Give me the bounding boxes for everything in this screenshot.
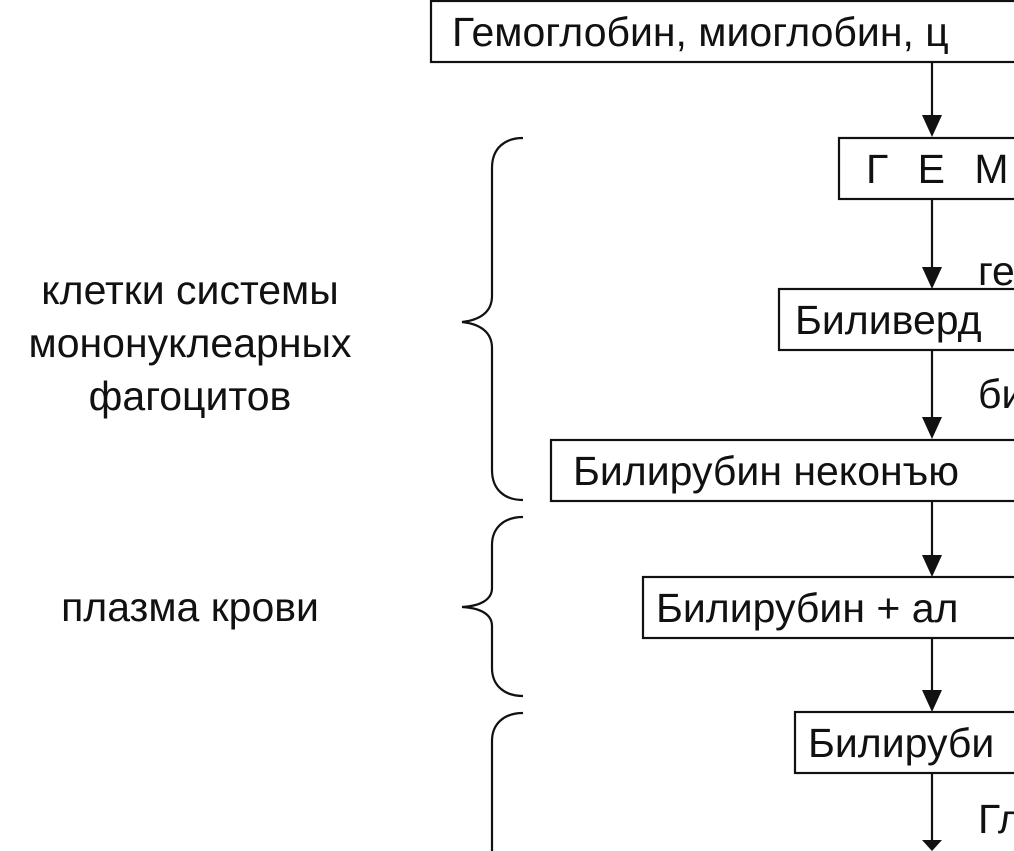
enzyme-label-gem-oxygenase: ге <box>978 248 1014 294</box>
arrow-head-4 <box>922 555 942 577</box>
enzyme-label-bottom: Гл <box>978 796 1014 842</box>
enzyme-label-biliverdin-reductase: би <box>978 371 1014 417</box>
box-hemoglobin <box>429 0 1014 64</box>
box-bilirubin-albumin <box>641 575 1014 640</box>
brace-bottom <box>490 711 524 851</box>
arrow-head-5 <box>922 690 942 712</box>
box-gem-label: Г Е М <box>866 146 1014 192</box>
box-biliverdin-label: Биливерд <box>795 297 982 343</box>
box-gem <box>837 136 1014 201</box>
brace-phagocytes <box>461 136 524 502</box>
box-bilirubin-bottom-label: Билируби <box>808 720 994 766</box>
brace-plasma <box>461 515 524 698</box>
arrow-head-6 <box>922 840 942 851</box>
box-biliverdin <box>777 287 1014 352</box>
section-label-phagocytes-line1: клетки системы <box>41 267 338 313</box>
section-label-plasma: плазма крови <box>61 584 319 630</box>
box-hemoglobin-label: Гемоглобин, миоглобин, ц <box>452 9 949 55</box>
section-label-phagocytes-line2: мононуклеарных <box>29 320 352 366</box>
box-bilirubin-albumin-label: Билирубин + ал <box>656 585 958 631</box>
box-bilirubin-bottom <box>793 710 1014 775</box>
box-bilirubin-unconjugated <box>549 438 1014 503</box>
arrow-head-1 <box>922 115 942 137</box>
section-label-phagocytes-line3: фагоцитов <box>89 373 292 419</box>
arrow-head-3 <box>922 417 942 439</box>
arrow-head-2 <box>922 267 942 289</box>
box-bilirubin-unconjugated-label: Билирубин неконъю <box>573 448 959 494</box>
